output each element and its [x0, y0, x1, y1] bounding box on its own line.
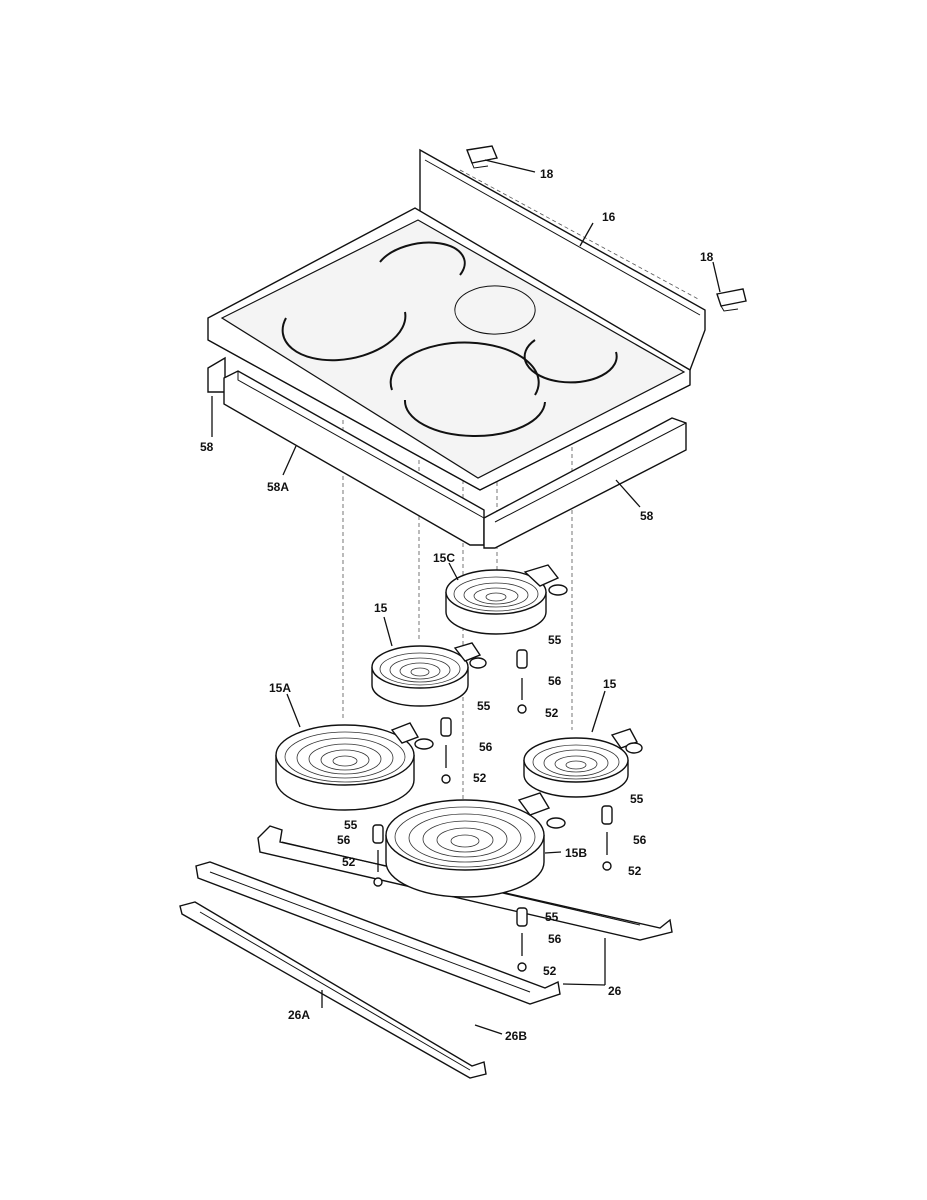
callout-56-e: 56 — [548, 932, 562, 946]
callout-15-left: 15 — [374, 601, 388, 615]
trim-strip-left-end — [207, 356, 226, 393]
cooktop-glass-top — [207, 148, 706, 491]
callout-58-left: 58 — [200, 440, 214, 454]
leader-lines — [211, 159, 721, 1035]
callout-52-c: 52 — [628, 864, 642, 878]
clip-bracket-left — [466, 145, 498, 169]
element-15C — [445, 564, 568, 635]
trim-strip-right — [483, 417, 687, 549]
callout-15-right: 15 — [603, 677, 617, 691]
support-rail-26A — [179, 901, 487, 1079]
callout-55-b: 55 — [477, 699, 491, 713]
element-15-right — [523, 728, 643, 798]
callout-56-a: 56 — [548, 674, 562, 688]
hardware-set-1 — [516, 649, 528, 714]
callout-15A: 15A — [269, 681, 291, 695]
callout-55-e: 55 — [545, 910, 559, 924]
callout-labels: 18 18 16 58 58A 58 15C 15 15A 15 15B 55 … — [200, 167, 714, 1043]
callout-52-a: 52 — [545, 706, 559, 720]
callout-18-right: 18 — [700, 250, 714, 264]
clip-bracket-right — [716, 288, 747, 312]
callout-55-a: 55 — [548, 633, 562, 647]
hardware-set-3 — [601, 805, 613, 871]
element-15-left — [371, 642, 487, 707]
callout-26B: 26B — [505, 1029, 527, 1043]
support-rail-26-lower — [195, 861, 561, 1005]
hardware-set-2 — [440, 717, 452, 784]
callout-52-d: 52 — [342, 855, 356, 869]
callout-15B: 15B — [565, 846, 587, 860]
callout-16: 16 — [602, 210, 616, 224]
callout-58A: 58A — [267, 480, 289, 494]
callout-18-left: 18 — [540, 167, 554, 181]
callout-52-e: 52 — [543, 964, 557, 978]
element-15A — [275, 722, 434, 811]
callout-15C: 15C — [433, 551, 455, 565]
callout-55-c: 55 — [630, 792, 644, 806]
callout-56-b: 56 — [479, 740, 493, 754]
callout-55-d: 55 — [344, 818, 358, 832]
hardware-set-4 — [372, 824, 384, 887]
hardware-set-5 — [516, 907, 528, 972]
callout-58-right: 58 — [640, 509, 654, 523]
callout-56-c: 56 — [633, 833, 647, 847]
callout-26: 26 — [608, 984, 622, 998]
element-15B — [385, 792, 566, 898]
callout-56-d: 56 — [337, 833, 351, 847]
callout-52-b: 52 — [473, 771, 487, 785]
callout-26A: 26A — [288, 1008, 310, 1022]
